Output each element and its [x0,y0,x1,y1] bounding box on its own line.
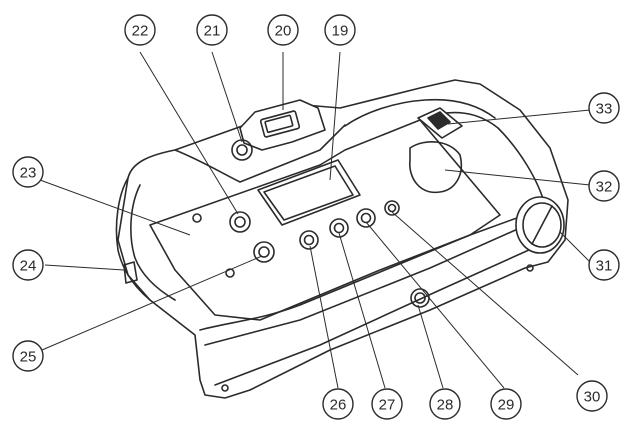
tripod-socket-inner [414,292,426,304]
callout-28-label: 28 [437,397,454,414]
left-end-cap [115,177,151,301]
callout-22: 22 [124,14,156,46]
button-25 [253,241,275,263]
button-26-inner [303,234,315,246]
callout-31: 31 [588,249,620,281]
callout-24: 24 [12,249,44,281]
button-22-inner [234,216,246,228]
lcd-panel-inner [263,165,354,221]
slide-switch-knob [427,111,451,130]
lower-edge [204,227,521,346]
leader-19 [329,51,341,181]
button-28 [356,208,376,228]
leader-32 [444,169,591,186]
button-29 [384,200,400,216]
leader-33 [447,109,591,125]
button-22 [229,211,251,233]
callout-24-label: 24 [20,258,37,275]
leader-22 [139,51,239,215]
viewfinder-eyepiece [264,114,294,134]
leader-23 [39,179,191,236]
callout-23-label: 23 [20,165,37,182]
callout-26: 26 [322,388,354,420]
button-26 [299,230,319,250]
callout-21: 21 [196,14,228,46]
viewfinder-window [259,110,301,138]
callout-20: 20 [267,14,299,46]
callout-23: 23 [12,156,44,188]
callout-33: 33 [588,92,620,124]
lower-body [199,209,549,331]
strap-lug [123,261,138,284]
diopter-dial [231,139,253,161]
button-27-inner [333,222,345,234]
screw-left-bottom [225,268,235,278]
foot-right [526,264,534,272]
callout-28: 28 [429,388,461,420]
leader-29 [365,221,505,389]
callout-19: 19 [324,14,356,46]
leader-31 [559,231,591,263]
grip-curve [344,98,496,127]
callout-20-label: 20 [275,23,292,40]
camera-body-outline [117,79,569,399]
rewind-crank-slot [531,205,553,245]
film-door [419,111,546,206]
callout-33-label: 33 [596,101,613,118]
callout-29: 29 [490,388,522,420]
leader-30 [391,211,579,376]
leader-21 [211,51,243,143]
leader-24 [44,264,125,271]
leader-28 [417,304,444,389]
callout-30: 30 [576,380,608,412]
leader-27 [338,232,386,389]
bottom-edge [214,244,541,386]
foot-left [221,384,229,392]
button-29-inner [387,203,397,213]
diopter-dial-center [236,144,248,156]
leader-26 [309,245,339,389]
camera-drawing [115,79,569,399]
callout-30-label: 30 [584,389,601,406]
leader-25 [41,255,263,351]
callout-27: 27 [371,388,403,420]
frame-counter-window [409,141,462,194]
button-27 [329,218,349,238]
callout-25-label: 25 [20,349,37,366]
callout-29-label: 29 [498,397,515,414]
screw-left-top [192,213,202,223]
leader-lines [39,51,591,389]
top-deck [174,124,346,183]
callout-19-label: 19 [332,23,349,40]
callout-31-label: 31 [596,258,613,275]
callout-32-label: 32 [596,179,613,196]
callout-32: 32 [588,170,620,202]
callout-25: 25 [12,340,44,372]
callout-21-label: 21 [204,23,221,40]
callout-27-label: 27 [379,397,396,414]
button-25-inner [258,246,270,258]
callout-22-label: 22 [132,23,149,40]
left-end-inner [130,184,176,301]
callouts: 19 20 21 22 23 24 25 26 [12,14,620,420]
rewind-crank-inner [522,202,562,248]
lcd-panel-outline [257,159,361,226]
callout-26-label: 26 [330,397,347,414]
